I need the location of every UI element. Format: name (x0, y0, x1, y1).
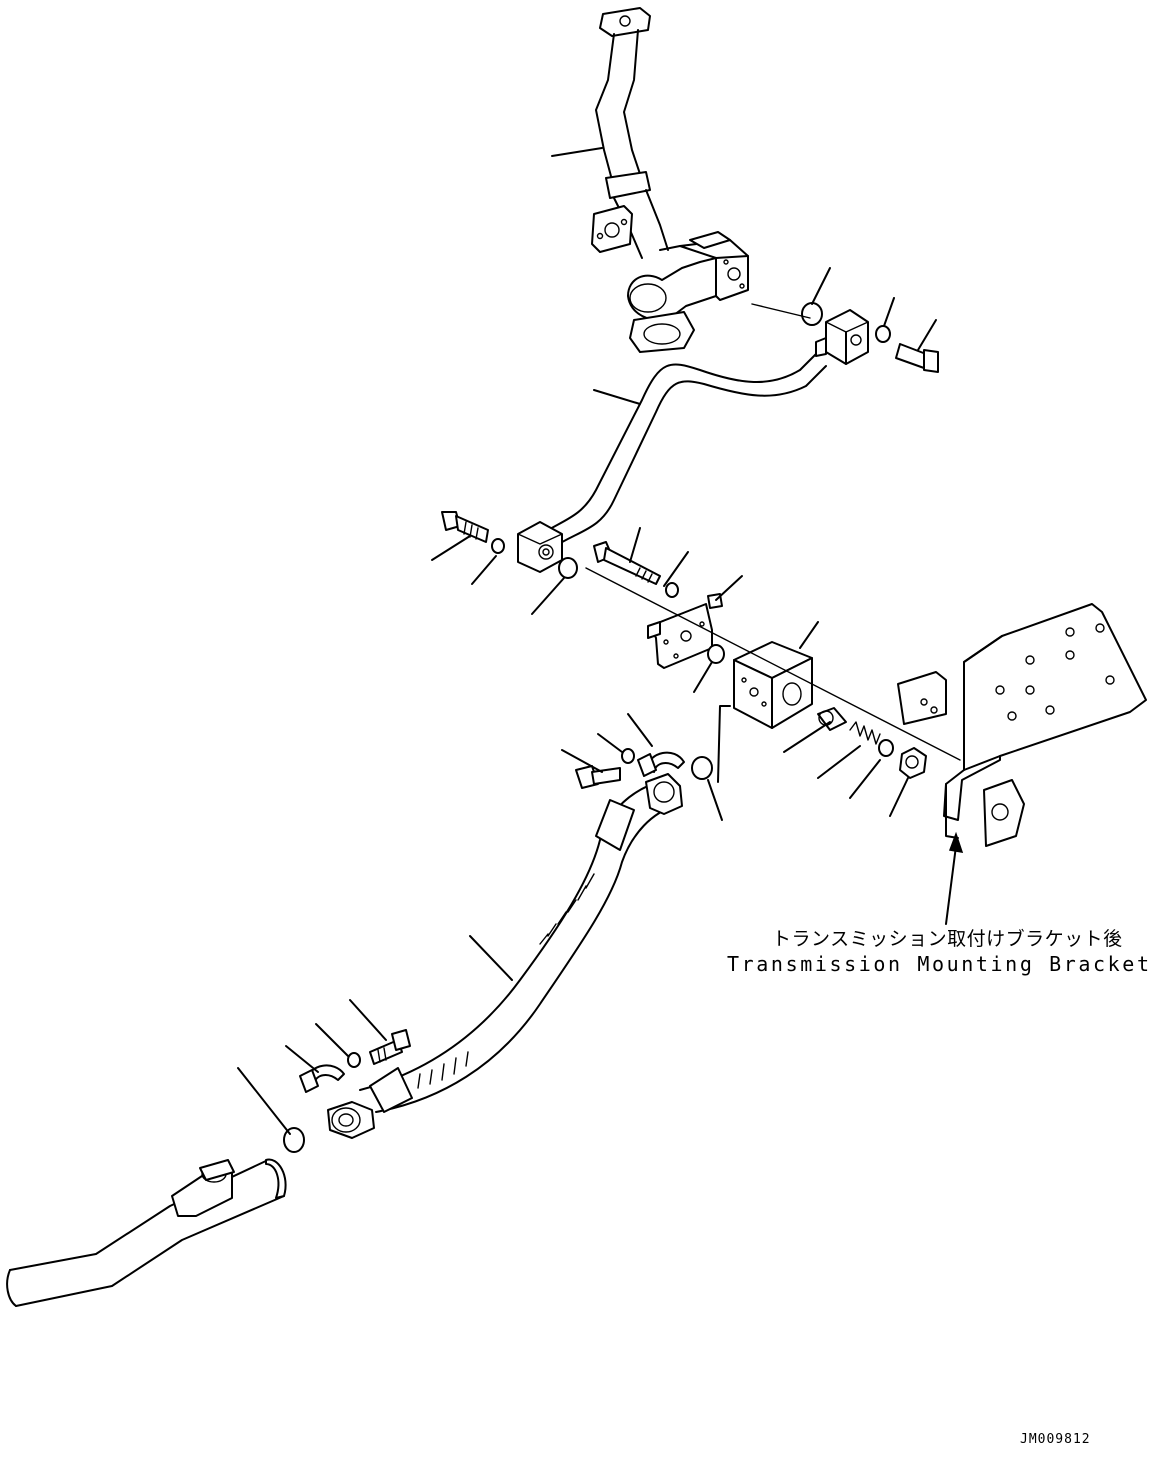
alignment-line (751, 303, 811, 319)
lower-hose (327, 773, 683, 1139)
washer (621, 748, 635, 764)
middle-pipe (517, 309, 869, 573)
bolt (441, 511, 489, 543)
washer (875, 325, 891, 343)
drawing-code: JM009812 (1020, 1432, 1091, 1447)
o-ring (707, 644, 725, 664)
transmission-mounting-bracket (897, 603, 1147, 847)
split-flange-half (637, 751, 685, 777)
washer (347, 1052, 361, 1068)
o-ring (691, 756, 713, 780)
upper-pipe-assembly (591, 7, 749, 353)
spring (849, 721, 881, 745)
o-ring (558, 557, 578, 579)
valve-block (733, 641, 813, 729)
split-flange-half (299, 1064, 345, 1093)
o-ring (878, 739, 894, 757)
alignment-line (585, 567, 961, 761)
long-bolt (593, 541, 661, 585)
bolt (575, 765, 621, 789)
bolt (895, 343, 939, 373)
callout-label-english: Transmission Mounting Bracket Rear (727, 952, 1163, 976)
callout-arrow (945, 831, 964, 925)
plug-nut (899, 747, 927, 779)
o-ring (801, 302, 823, 326)
leader-lines (237, 147, 937, 1135)
bolt (369, 1029, 411, 1065)
washer (665, 582, 679, 598)
callout-label-japanese: トランスミッション取付けブラケット後 (772, 928, 1123, 950)
lower-pipe (6, 1158, 287, 1307)
washer (491, 538, 505, 554)
